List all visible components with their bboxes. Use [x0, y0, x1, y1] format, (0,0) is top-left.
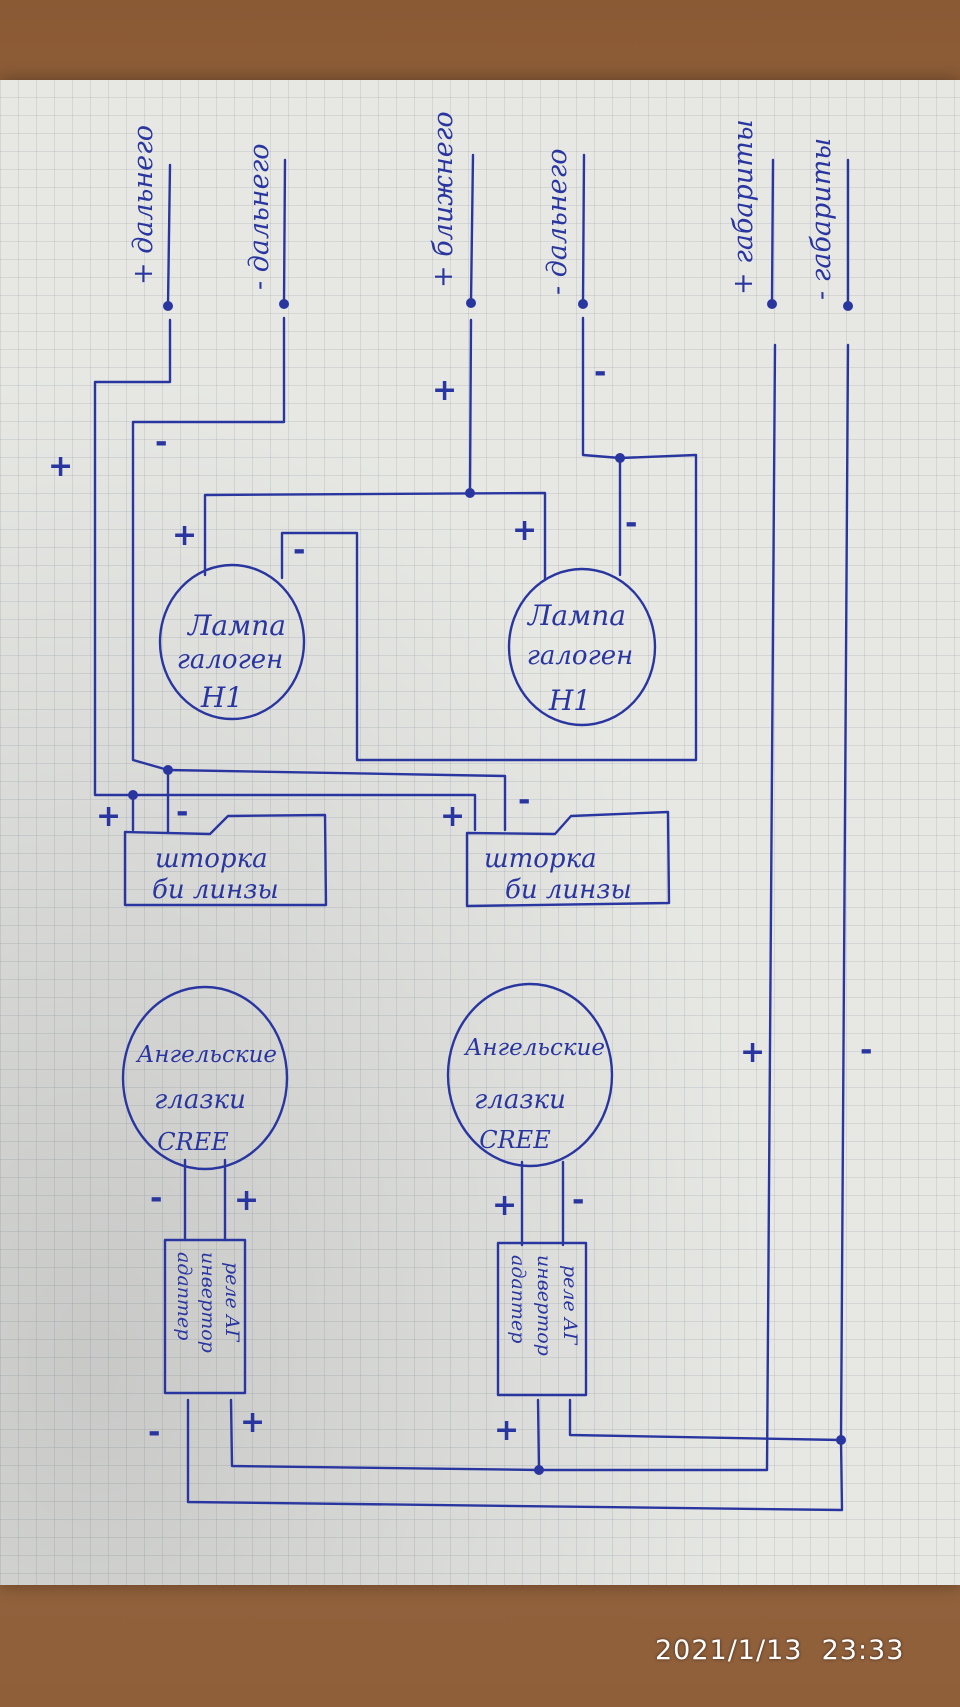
lamp-outline [507, 567, 657, 727]
adapter-label-line3: реле АГ [559, 1265, 581, 1346]
minus-sign: - [860, 1033, 872, 1068]
terminal-dot [843, 301, 853, 311]
angel-eyes-label-line2: глазки [154, 1085, 246, 1115]
polarity-marks: + - + - + - + - + - + - + - - + + - - + … [48, 355, 872, 1450]
terminal-dot [163, 301, 173, 311]
wire-low-plus-stub [469, 153, 475, 304]
plus-sign: + [440, 799, 465, 834]
junction-dot [836, 1435, 846, 1445]
terminal-label-side-plus: + габариты [728, 119, 759, 295]
wire-low-minus-stub [581, 153, 586, 305]
terminal-dot [767, 299, 777, 309]
junction-dot [615, 453, 625, 463]
photo-timestamp: 2021/1/13 23:33 [655, 1635, 905, 1666]
wire-high-plus-stub [166, 163, 172, 307]
adapter-outline [163, 1238, 247, 1395]
wire-side-minus [186, 343, 850, 1512]
adapter-label-line1: адаптер [507, 1255, 529, 1343]
adapter-inverter-left: адаптер инвертор реле АГ [163, 1238, 247, 1395]
terminal-label-low-plus: + ближнего [428, 111, 459, 288]
lamp-label-line3: Н1 [200, 681, 243, 714]
plus-sign: + [492, 1188, 517, 1223]
lamp-label-line2: галоген [177, 645, 284, 675]
angel-eyes-label-line2: глазки [474, 1085, 566, 1115]
minus-sign: - [150, 1181, 162, 1216]
junction-dot [163, 765, 173, 775]
shutter-outline [123, 813, 328, 907]
angel-eyes-outline [446, 982, 614, 1168]
adapter-label-line2: инвертор [533, 1255, 555, 1356]
plus-sign: + [172, 518, 197, 553]
lamp-label-line3: Н1 [548, 684, 591, 717]
terminal-label-side-minus: - габариты [806, 138, 837, 300]
adapter-outline [496, 1241, 588, 1397]
lamp-label-line1: Лампа [186, 609, 286, 642]
lamp-h1-right: Лампа галоген Н1 [507, 567, 657, 727]
minus-sign: - [176, 795, 188, 830]
adapter-label-line2: инвертор [197, 1252, 219, 1353]
angel-eyes-label-line3: CREE [157, 1128, 229, 1156]
lamp-label-line2: галоген [527, 641, 634, 671]
plus-sign: + [48, 449, 73, 484]
shutter-label-line1: шторка [484, 844, 597, 874]
wire-low-minus [280, 316, 698, 762]
plus-sign: + [234, 1183, 259, 1218]
adapter-inverter-right: адаптер инвертор реле АГ [496, 1241, 588, 1397]
plus-sign: + [512, 513, 537, 548]
terminal-dot [466, 298, 476, 308]
plus-sign: + [240, 1405, 265, 1440]
adapter-label-line1: адаптер [173, 1252, 195, 1340]
angel-eyes-right: Ангельские глазки CREE [446, 982, 614, 1168]
junction-dot [534, 1465, 544, 1475]
wire-low-plus [468, 318, 473, 495]
junction-dot [128, 790, 138, 800]
junction-dots [128, 298, 853, 1475]
plus-sign: + [494, 1413, 519, 1448]
lamp-h1-left: Лампа галоген Н1 [158, 563, 306, 721]
wire-side-plus [229, 343, 777, 1472]
wire-side-minus-right-adapter [568, 1398, 843, 1442]
junction-dot [465, 488, 475, 498]
shutter-label-line1: шторка [155, 844, 268, 874]
adapter-label-line3: реле АГ [221, 1262, 243, 1343]
angel-eyes-outline [121, 985, 289, 1171]
wire-low-plus-bus [203, 491, 547, 582]
terminal-dot [578, 299, 588, 309]
minus-sign: - [155, 425, 167, 460]
plus-sign: + [740, 1035, 765, 1070]
terminal-label-high-plus: + дальнего [128, 125, 159, 285]
plus-sign: + [432, 373, 457, 408]
terminal-label-low-minus: - дальнего [542, 149, 573, 295]
wire-high-minus-stub [282, 158, 287, 305]
wire-side-plus-stub [770, 158, 775, 305]
minus-sign: - [148, 1415, 160, 1450]
shutter-label-line2: би линзы [505, 875, 632, 905]
lamp-outline [158, 563, 306, 721]
angel-eyes-label-line1: Ангельские [463, 1035, 605, 1061]
plus-sign: + [96, 799, 121, 834]
wire-high-plus [93, 318, 477, 832]
minus-sign: - [572, 1183, 584, 1218]
wire-side-plus-right-adapter [536, 1398, 541, 1472]
minus-sign: - [293, 533, 305, 568]
shutter-bilens-left: шторка би линзы [123, 813, 328, 907]
minus-sign: - [594, 355, 606, 390]
wire-high-minus [131, 316, 507, 832]
shutter-label-line2: би линзы [152, 875, 279, 905]
shutter-outline [465, 810, 671, 908]
angel-eyes-label-line1: Ангельские [135, 1042, 277, 1068]
lamp-label-line1: Лампа [526, 599, 626, 632]
terminal-label-high-minus: - дальнего [244, 144, 275, 290]
minus-sign: - [518, 783, 530, 818]
wires [93, 153, 850, 1512]
angel-eyes-left: Ангельские глазки CREE [121, 985, 289, 1171]
minus-sign: - [625, 506, 637, 541]
shutter-bilens-right: шторка би линзы [465, 810, 671, 908]
terminal-dot [279, 299, 289, 309]
angel-eyes-label-line3: CREE [479, 1126, 551, 1154]
